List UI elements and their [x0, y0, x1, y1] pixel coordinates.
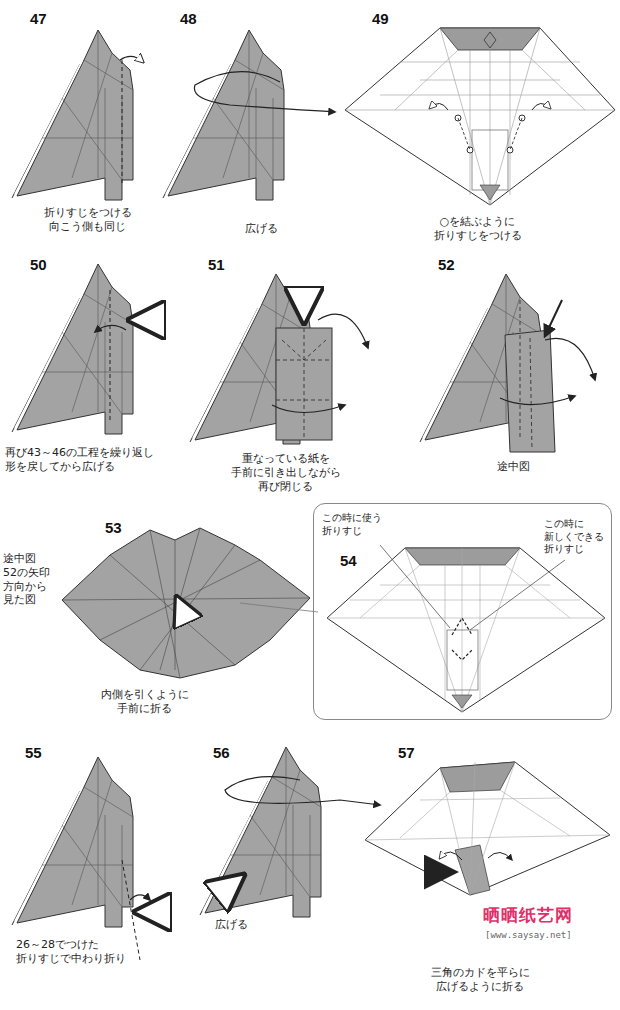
step-57-crease-pattern-part [440, 762, 515, 792]
step-56-figure-part [200, 747, 321, 917]
step-number: 48 [180, 10, 197, 29]
step-52-figure-part [545, 338, 595, 380]
step-51-figure-part [318, 314, 368, 348]
step-number: 56 [213, 744, 230, 763]
step-53-figure-part [178, 600, 188, 622]
step-50-figure-part [12, 264, 133, 434]
step-47-figure-part [120, 56, 143, 62]
step-48-figure-part [163, 30, 284, 200]
instruction: 折りすじをつける 向こう側も同じ [38, 206, 137, 234]
step-50-figure-part [110, 290, 111, 420]
step-49-crease-pattern-part [345, 28, 615, 205]
step-55-figure [12, 757, 160, 960]
step-48-figure-part [194, 72, 335, 112]
step-54-crease-pattern-part [452, 618, 472, 660]
instruction: ○を結ぶように 折りすじをつける [428, 215, 527, 243]
step-47-figure-part [122, 60, 123, 185]
step-50-figure [12, 264, 150, 434]
instruction: 26～28でつけた 折りすじで中わり折り [16, 938, 137, 966]
step-55-figure-part [130, 895, 150, 900]
step-57-crease-pattern-part [488, 852, 512, 860]
step-52-figure-part [520, 300, 532, 450]
step-54-crease-pattern-part [470, 560, 565, 630]
step-47-figure [12, 30, 143, 200]
step-number: 50 [30, 256, 47, 275]
step-54-crease-pattern-part [447, 630, 478, 690]
step-47-figure-part [12, 30, 133, 200]
step-54-crease-pattern-part [405, 548, 520, 565]
step-51-figure-part [276, 328, 332, 440]
step-54-crease-pattern-part [380, 545, 450, 628]
step-number: 57 [398, 744, 415, 763]
step-49-crease-pattern-part [430, 103, 448, 110]
step-number: 52 [438, 256, 455, 275]
step-49-crease-pattern-part [472, 130, 508, 190]
step-52-figure-part [545, 300, 562, 336]
step-57-crease-pattern-part [436, 870, 452, 875]
step-49-crease-pattern-part [484, 32, 496, 48]
step-48-figure [163, 30, 335, 200]
step-54-crease-pattern-part [452, 695, 472, 708]
step-55-figure-part [12, 757, 133, 927]
step-49-crease-pattern [345, 28, 615, 205]
instruction: 重なっている紙を 手前に引き出しながら 再び閉じる [228, 452, 344, 493]
step-number: 51 [208, 256, 225, 275]
instruction: 広げる [245, 222, 278, 236]
step-number: 49 [372, 10, 389, 29]
step-55-figure-part [140, 910, 160, 915]
step-51-figure-part [302, 300, 307, 318]
instruction: 広げる [215, 918, 248, 932]
detail-panel: この時に使う 折りすじ この時に 新しくできる 折りすじ [313, 503, 612, 720]
step-56-figure-part [225, 878, 240, 890]
step-55-figure-part [122, 860, 140, 960]
step-53-figure-part [240, 603, 318, 612]
step-49-crease-pattern-part [532, 103, 550, 110]
step-56-figure-part [225, 777, 380, 805]
instruction: 途中図 [497, 460, 530, 474]
step-51-figure [190, 274, 368, 444]
step-56-figure [200, 747, 380, 917]
step-53-figure-part [62, 528, 310, 678]
note: 途中図 52の矢印 方向から 見た図 [3, 552, 58, 607]
step-50-figure-part [134, 318, 150, 323]
instruction: 三角のカドを平らに 広げるように折る [425, 966, 535, 994]
step-number: 55 [25, 744, 42, 763]
step-52-figure-part [500, 396, 575, 405]
callout-note: この時に 新しくできる 折りすじ [544, 518, 606, 556]
step-57-crease-pattern-part [365, 762, 610, 895]
instruction: 再び43～46の工程を繰り返し 形を戻してから広げる [5, 446, 159, 474]
step-54-crease-pattern-part [327, 548, 605, 712]
step-53-figure [62, 528, 318, 678]
step-49-crease-pattern-part [480, 185, 500, 200]
step-54-crease-pattern-part [327, 548, 605, 712]
step-57-crease-pattern-part [440, 852, 462, 860]
step-53-figure-part [62, 528, 310, 678]
step-57-crease-pattern-part [365, 762, 610, 895]
step-49-crease-pattern-part [458, 118, 522, 150]
step-number: 47 [30, 10, 47, 29]
step-50-figure-part [95, 325, 126, 332]
step-51-figure-part [272, 405, 345, 413]
step-57-crease-pattern [365, 762, 610, 895]
step-54-crease-pattern [327, 545, 605, 712]
step-number: 53 [105, 519, 122, 538]
watermark: 晒晒纸艺网 [483, 905, 573, 926]
instruction: 内側を引くように 手前に折る [95, 688, 194, 716]
step-52-figure [420, 274, 595, 452]
step-49-crease-pattern-part [345, 28, 615, 205]
watermark-url: [www.saysay.net] [485, 930, 572, 941]
step-51-figure-part [276, 328, 332, 440]
step-number: 54 [340, 552, 357, 571]
callout-note: この時に使う 折りすじ [322, 512, 392, 537]
